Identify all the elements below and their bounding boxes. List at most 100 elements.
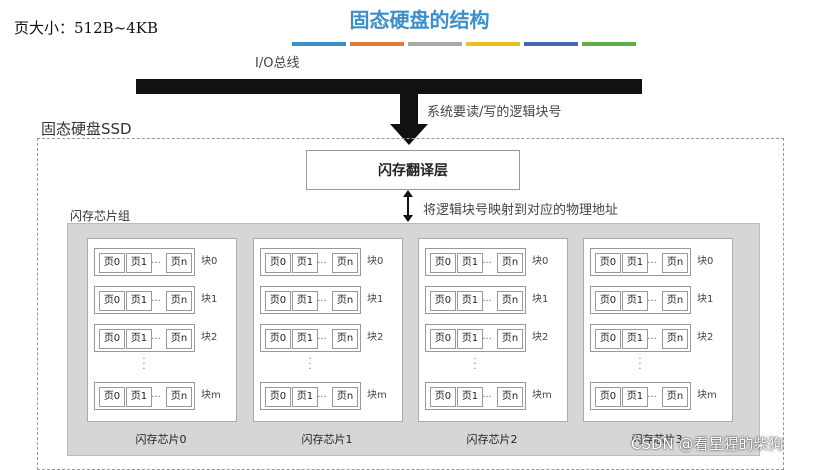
- block-label: 块2: [532, 332, 549, 343]
- flash-page: 页n: [662, 329, 688, 349]
- block-label: 块m: [201, 390, 221, 401]
- flash-chip-label: 闪存芯片0: [135, 433, 187, 446]
- page-ellipsis: ...: [482, 331, 492, 342]
- block-label: 块1: [201, 294, 218, 305]
- chip-group-label: 闪存芯片组: [70, 209, 131, 223]
- block-vertical-ellipsis: ···: [308, 354, 312, 375]
- io-bus: [136, 79, 642, 94]
- page-ellipsis: ...: [647, 331, 657, 342]
- flash-page: 页n: [332, 329, 358, 349]
- flash-page: 页n: [662, 253, 688, 273]
- request-arrow-head: [390, 124, 428, 145]
- block-label: 块1: [367, 294, 384, 305]
- flash-page: 页1: [126, 329, 152, 349]
- flash-page: 页0: [595, 329, 621, 349]
- page-ellipsis: ...: [647, 389, 657, 400]
- flash-page: 页n: [497, 291, 523, 311]
- block-label: 块m: [697, 390, 717, 401]
- flash-page: 页n: [166, 387, 192, 407]
- flash-page: 页n: [166, 253, 192, 273]
- block-label: 块2: [367, 332, 384, 343]
- flash-page: 页n: [662, 387, 688, 407]
- block-label: 块0: [367, 256, 384, 267]
- flash-page: 页1: [457, 291, 483, 311]
- block-label: 块1: [697, 294, 714, 305]
- io-bus-label: I/O总线: [255, 56, 300, 71]
- flash-page: 页0: [265, 329, 291, 349]
- flash-chip-label: 闪存芯片3: [631, 433, 683, 446]
- flash-page: 页1: [292, 291, 318, 311]
- flash-page: 页n: [662, 291, 688, 311]
- block-label: 块1: [532, 294, 549, 305]
- page-ellipsis: ...: [151, 389, 161, 400]
- flash-page: 页1: [292, 253, 318, 273]
- flash-page: 页n: [332, 291, 358, 311]
- block-vertical-ellipsis: ···: [142, 354, 146, 375]
- page-ellipsis: ...: [647, 293, 657, 304]
- flash-translation-layer: 闪存翻译层: [306, 150, 520, 190]
- flash-page: 页1: [457, 387, 483, 407]
- flash-page: 页n: [166, 291, 192, 311]
- flash-page: 页n: [497, 329, 523, 349]
- block-label: 块0: [697, 256, 714, 267]
- page-size-note: 页大小：512B~4KB: [14, 19, 158, 37]
- page-ellipsis: ...: [482, 389, 492, 400]
- flash-page: 页1: [292, 329, 318, 349]
- flash-page: 页1: [622, 329, 648, 349]
- mapping-double-arrow: [403, 190, 413, 222]
- page-ellipsis: ...: [151, 331, 161, 342]
- block-label: 块2: [697, 332, 714, 343]
- watermark: CSDN @看星猩的柴狗: [631, 435, 784, 453]
- flash-page: 页0: [265, 253, 291, 273]
- flash-page: 页0: [595, 291, 621, 311]
- flash-page: 页1: [126, 387, 152, 407]
- flash-page: 页0: [595, 253, 621, 273]
- flash-page: 页1: [126, 291, 152, 311]
- block-vertical-ellipsis: ···: [638, 354, 642, 375]
- flash-page: 页0: [99, 291, 125, 311]
- page-ellipsis: ...: [482, 293, 492, 304]
- block-label: 块m: [367, 390, 387, 401]
- ssd-label: 固态硬盘SSD: [41, 120, 132, 138]
- page-ellipsis: ...: [151, 255, 161, 266]
- flash-page: 页1: [622, 253, 648, 273]
- flash-chip-label: 闪存芯片2: [466, 433, 518, 446]
- title-color-bar: [292, 42, 346, 46]
- diagram-title: 固态硬盘的结构: [349, 8, 490, 32]
- flash-page: 页0: [430, 387, 456, 407]
- flash-page: 页1: [457, 329, 483, 349]
- flash-page: 页n: [332, 387, 358, 407]
- page-ellipsis: ...: [317, 293, 327, 304]
- flash-page: 页0: [265, 291, 291, 311]
- title-color-bar: [524, 42, 578, 46]
- flash-page: 页1: [622, 291, 648, 311]
- flash-page: 页0: [99, 329, 125, 349]
- flash-page: 页n: [497, 387, 523, 407]
- flash-page: 页0: [99, 387, 125, 407]
- mapping-label: 将逻辑块号映射到对应的物理地址: [423, 203, 619, 218]
- flash-page: 页0: [430, 329, 456, 349]
- flash-chip-label: 闪存芯片1: [301, 433, 353, 446]
- flash-page: 页n: [166, 329, 192, 349]
- flash-page: 页1: [457, 253, 483, 273]
- flash-page: 页0: [595, 387, 621, 407]
- request-label: 系统要读/写的逻辑块号: [427, 105, 562, 120]
- flash-page: 页0: [265, 387, 291, 407]
